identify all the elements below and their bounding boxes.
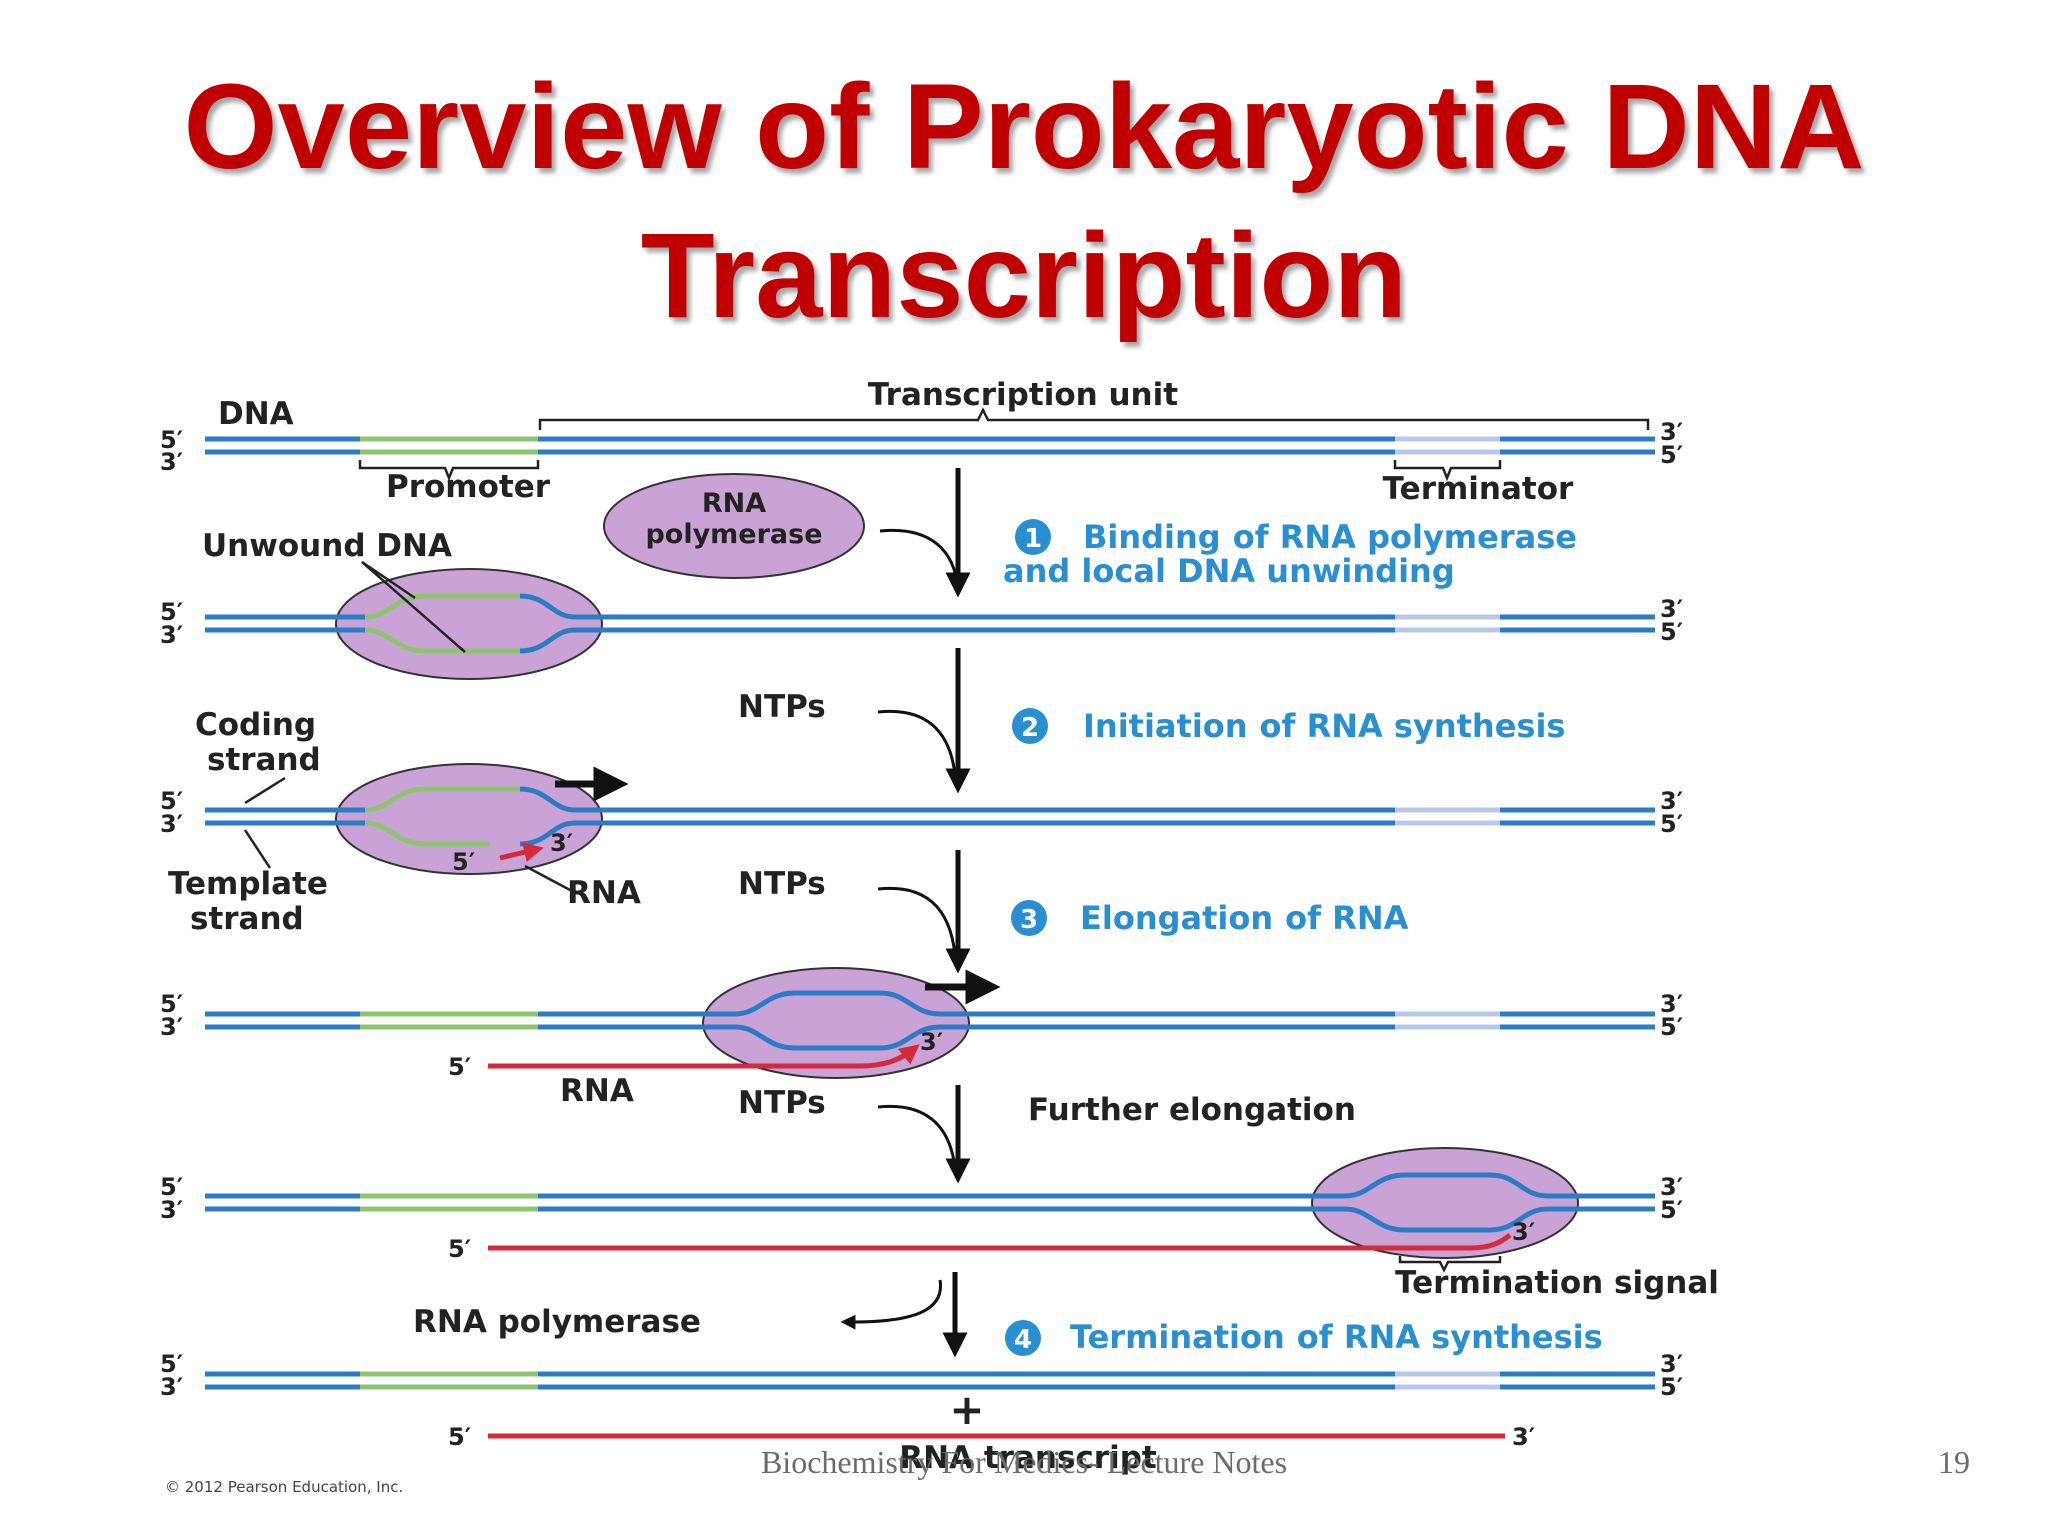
rna-polymerase-label-1: RNA — [702, 488, 766, 519]
rna-polymerase-enzyme: RNA polymerase — [603, 473, 865, 579]
step-3-badge — [1011, 900, 1047, 936]
transcription-unit-bracket — [538, 407, 1650, 430]
svg-text:5′: 5′ — [448, 1053, 471, 1081]
svg-text:4: 4 — [1014, 1325, 1032, 1355]
svg-text:3′: 3′ — [160, 621, 183, 649]
svg-text:5′: 5′ — [160, 990, 183, 1018]
svg-text:3′: 3′ — [1660, 787, 1683, 815]
ntps-label: NTPs — [738, 689, 826, 725]
rna-polymerase-label-2: polymerase — [645, 519, 822, 550]
step-1-text-line-2: and local DNA unwinding — [1003, 552, 1455, 590]
polymerase-bubble — [1311, 1147, 1579, 1259]
slide-title-line-1: Overview of Prokaryotic DNA — [183, 58, 1865, 194]
svg-text:3′: 3′ — [1512, 1218, 1535, 1246]
polymerase-release-arrow — [840, 1279, 943, 1330]
svg-text:3′: 3′ — [160, 810, 183, 838]
svg-text:1: 1 — [1024, 524, 1042, 554]
svg-text:5′: 5′ — [1660, 1196, 1683, 1224]
svg-text:5′: 5′ — [448, 1423, 471, 1451]
further-elongation-step: NTPs Further elongation — [738, 1085, 1356, 1184]
svg-text:3′: 3′ — [1660, 990, 1683, 1018]
svg-text:3′: 3′ — [160, 1373, 183, 1401]
svg-text:3′: 3′ — [1660, 1173, 1683, 1201]
svg-text:3′: 3′ — [550, 829, 573, 857]
plus-sign: + — [949, 1385, 984, 1434]
svg-text:3′: 3′ — [160, 1196, 183, 1224]
svg-text:5′: 5′ — [160, 1350, 183, 1378]
five-prime-label: 5′ — [160, 426, 183, 454]
ntps-label: NTPs — [738, 866, 826, 902]
transcription-unit-label: Transcription unit — [868, 377, 1178, 413]
svg-text:2: 2 — [1021, 713, 1039, 743]
step-1-badge — [1015, 519, 1051, 555]
copyright-notice: © 2012 Pearson Education, Inc. — [165, 1478, 403, 1496]
page-number: 19 — [1938, 1444, 1970, 1480]
svg-text:5′: 5′ — [160, 787, 183, 815]
rna-strand — [499, 842, 544, 862]
svg-text:5′: 5′ — [1660, 810, 1683, 838]
step-2-badge — [1012, 708, 1048, 744]
svg-text:5′: 5′ — [452, 848, 475, 876]
slide-title-line-2: Transcription — [640, 207, 1408, 343]
coding-strand-label-1: Coding — [195, 707, 316, 743]
template-strand-label-2: strand — [190, 901, 304, 937]
rna-strand — [488, 1233, 1512, 1251]
further-elongation-label: Further elongation — [1028, 1092, 1356, 1128]
svg-text:3′: 3′ — [1660, 1350, 1683, 1378]
termination-signal-label: Termination signal — [1395, 1265, 1719, 1301]
dna-row-2: 5′ 3′ 3′ 5′ Unwound DNA — [160, 528, 1683, 680]
svg-text:3′: 3′ — [1512, 1423, 1535, 1451]
terminator-label: Terminator — [1383, 471, 1574, 507]
termination-signal-bracket — [1398, 1256, 1502, 1273]
rna-polymerase-released-label: RNA polymerase — [413, 1304, 701, 1340]
five-prime-label: 5′ — [1660, 441, 1683, 469]
dna-row-1: 5′ 3′ 3′ 5′ DNA Transcription unit Promo… — [160, 377, 1683, 507]
promoter-label: Promoter — [386, 469, 551, 505]
template-strand-label-1: Template — [168, 866, 328, 902]
rna-label: RNA — [567, 875, 641, 911]
svg-text:5′: 5′ — [1660, 1013, 1683, 1041]
polymerase-bubble — [335, 568, 603, 680]
unwound-dna-label: Unwound DNA — [202, 528, 452, 564]
svg-text:3′: 3′ — [160, 1013, 183, 1041]
terminator-bracket — [1393, 460, 1502, 482]
ntps-label: NTPs — [738, 1085, 826, 1121]
svg-text:5′: 5′ — [1660, 1373, 1683, 1401]
three-prime-label: 3′ — [160, 448, 183, 476]
three-prime-label: 3′ — [1660, 418, 1683, 446]
footer-text: Biochemistry For Medics- Lecture Notes — [760, 1444, 1288, 1480]
step-4-badge — [1005, 1320, 1041, 1356]
svg-text:5′: 5′ — [1660, 618, 1683, 646]
svg-text:3′: 3′ — [920, 1028, 943, 1056]
rna-transcript-label: RNA transcript — [899, 1440, 1157, 1476]
svg-text:3: 3 — [1020, 905, 1038, 935]
dna-row-6: 5′ 3′ 3′ 5′ + 5′ 3′ RNA transcript — [160, 1350, 1683, 1476]
rna-strand — [488, 1044, 920, 1069]
svg-text:5′: 5′ — [160, 598, 183, 626]
svg-text:3′: 3′ — [1660, 595, 1683, 623]
rna-label: RNA — [560, 1073, 634, 1109]
dna-row-4: 5′ 3′ 5′ 3′ 3′ 5′ RNA — [160, 967, 1683, 1109]
dna-row-5: 5′ 3′ 5′ 3′ 3′ 5′ Termination signal — [160, 1147, 1719, 1301]
svg-text:5′: 5′ — [448, 1235, 471, 1263]
svg-text:5′: 5′ — [160, 1173, 183, 1201]
slide-title: Overview of Prokaryotic DNA Transcriptio… — [0, 52, 2048, 350]
dna-row-3: Coding strand 5′ 3′ 5′ 3′ 3′ 5′ Template… — [160, 707, 1683, 937]
promoter-bracket — [358, 460, 540, 482]
dna-label: DNA — [218, 396, 294, 432]
coding-strand-label-2: strand — [207, 742, 321, 778]
